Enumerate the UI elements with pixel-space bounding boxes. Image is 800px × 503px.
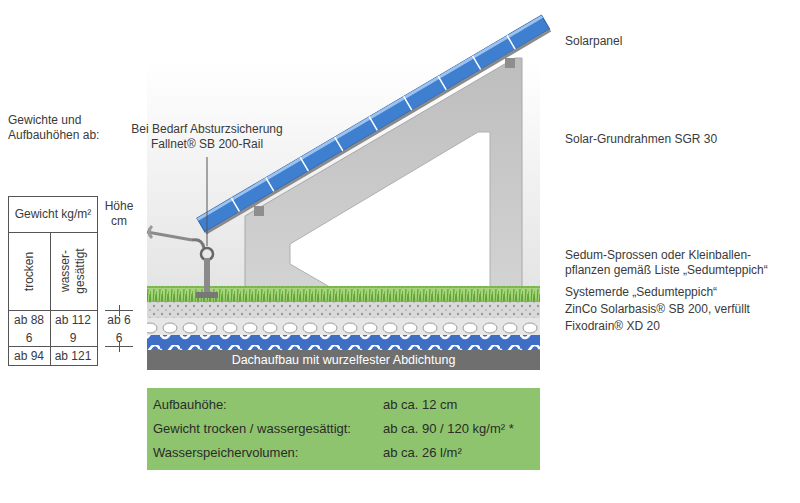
part-label: Solar-Grundrahmen SGR 30 [565, 132, 785, 147]
part-label: Fixodrain® XD 20 [565, 319, 793, 334]
table-header: Höhe cm [99, 199, 139, 229]
roof-band: Dachaufbau mit wurzelfester Abdichtung [147, 350, 540, 370]
node-text: ab ca. 90 / 120 kg/m² * [383, 421, 514, 436]
table-cell: ab 94 [9, 349, 49, 364]
table-cell: 6 [9, 331, 49, 346]
part-label: Solarpanel [565, 34, 785, 49]
node-text: ab ca. 12 cm [383, 397, 457, 412]
table-header: Gewicht kg/m² [13, 207, 93, 222]
table-cell: ab 88 [9, 313, 49, 328]
node-text: Wasserspeichervolumen: [153, 445, 298, 460]
table-header: trocken [22, 234, 37, 308]
table-header: wasser- gesättigt [58, 234, 88, 308]
table-cell: ab 112 [51, 313, 95, 328]
table-cell: ab 6 [102, 313, 136, 328]
part-label: Systemerde „Sedumteppich“ [565, 285, 793, 300]
node-text: Aufbauhöhe: [153, 397, 227, 412]
node-text: Dachaufbau mit wurzelfester Abdichtung [232, 353, 456, 368]
part-label: Sedum-Sprossen oder Kleinballen- pflanze… [565, 248, 793, 278]
callout-label: Bei Bedarf Absturzsicherung Fallnet® SB … [112, 122, 302, 152]
part-label: ZinCo Solarbasis® SB 200, verfüllt [565, 302, 793, 317]
table-cell: 6 [102, 331, 136, 346]
node-text: ab ca. 26 l/m² [383, 445, 462, 460]
summary-box: Aufbauhöhe: ab ca. 12 cm Gewicht trocken /… [147, 388, 540, 470]
table-cell: 9 [51, 331, 95, 346]
table-cell: ab 121 [51, 349, 95, 364]
table-heading: Gewichte und Aufbauhöhen ab: [8, 113, 100, 143]
node-text: Gewicht trocken / wassergesättigt: [153, 421, 351, 436]
